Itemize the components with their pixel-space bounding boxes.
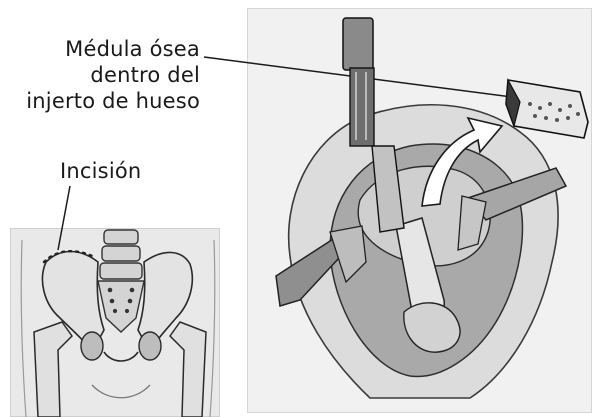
surgical-illustration [276, 18, 588, 398]
right-obturator [139, 332, 161, 360]
right-femur [170, 322, 206, 417]
spine [98, 230, 144, 332]
groin-contour [92, 385, 150, 398]
extracted-bone-graft [506, 80, 588, 138]
pelvis-illustration [21, 230, 215, 417]
left-obturator [81, 332, 103, 360]
pubic-symphysis [104, 352, 138, 361]
incision-pointer-line [58, 186, 70, 250]
left-femur [34, 322, 72, 417]
